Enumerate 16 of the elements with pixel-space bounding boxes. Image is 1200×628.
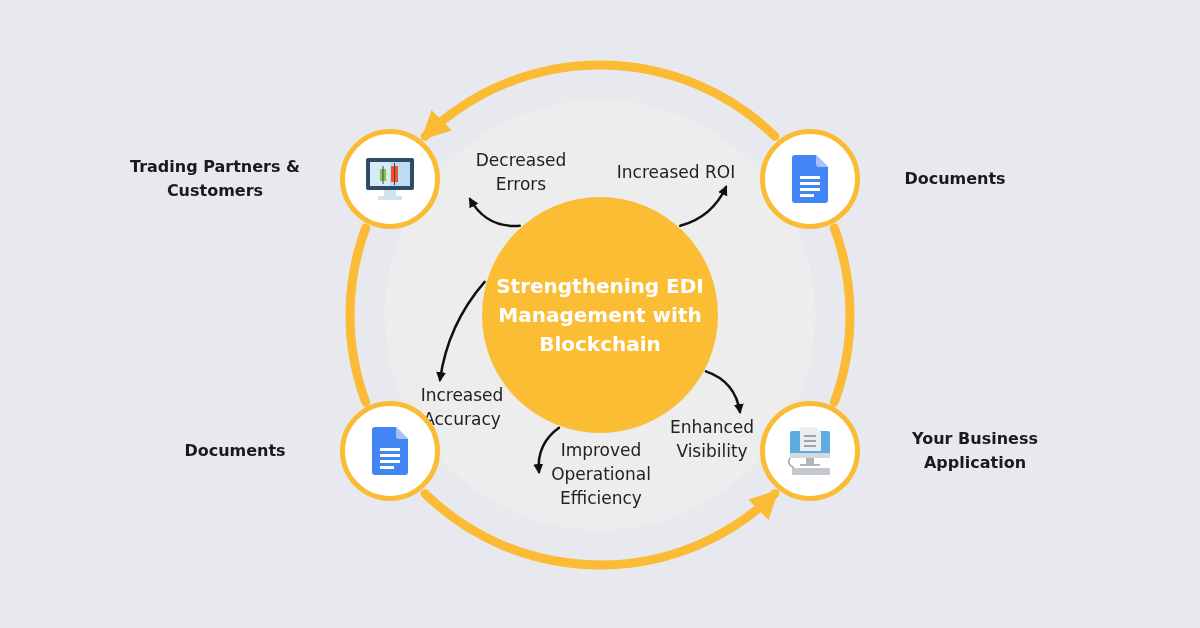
cycle-arrow — [420, 60, 780, 141]
benefit-text: Decreased Errors — [456, 147, 586, 197]
curved-arrow — [468, 197, 521, 228]
curved-arrow — [704, 370, 744, 414]
benefit-text: Improved Operational Efficiency — [540, 436, 662, 512]
curved-arrow — [679, 185, 728, 228]
node-caption: Documents — [903, 167, 1007, 190]
benefit-text: Increased ROI — [606, 159, 746, 185]
curved-arrow — [436, 280, 486, 382]
curved-arrow — [533, 426, 561, 474]
node-caption: Trading Partners & Customers — [129, 155, 301, 202]
node-title: Strengthening EDI Management with Blockchain — [495, 272, 705, 358]
cycle-arrow — [420, 489, 780, 570]
benefit-text: Enhanced Visibility — [660, 413, 764, 465]
node-caption: Documents — [183, 440, 287, 463]
node-caption: Your Business Application — [911, 428, 1039, 475]
